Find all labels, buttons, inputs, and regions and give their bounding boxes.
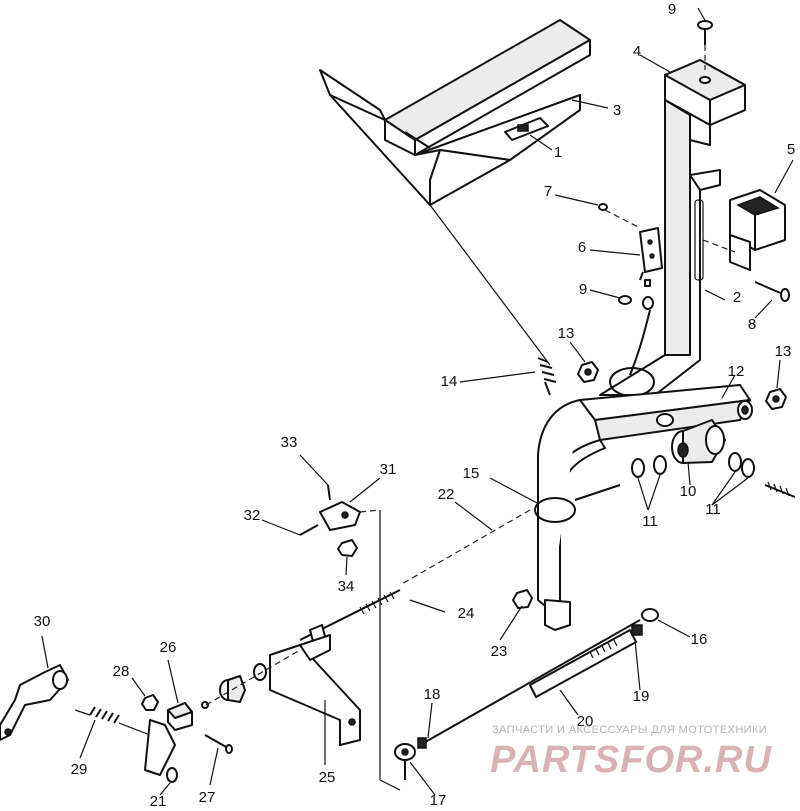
frame-bracket-part [319,19,591,206]
callout-32: 32 [244,507,261,524]
block-part [144,702,193,776]
callout-26: 26 [160,639,177,656]
nut-28-part [141,694,159,711]
screw-7-part [598,203,608,211]
plate-part [639,227,663,281]
callout-31: 31 [380,461,397,478]
callout-28: 28 [113,663,130,680]
callout-5: 5 [787,141,795,158]
bolt-part [754,281,790,302]
watermark-tagline: ЗАПЧАСТИ И АКСЕССУАРЫ ДЛЯ МОТОТЕХНИКИ [492,724,767,736]
callout-24: 24 [458,605,475,622]
bolt-27-part [204,734,233,754]
nut-part-right [765,388,787,410]
callout-9-lower: 9 [579,281,587,298]
callout-7: 7 [544,183,552,200]
callout-11-left: 11 [642,513,658,530]
rect-bracket-part [729,189,786,271]
leader-lines [41,7,794,796]
callout-15: 15 [463,465,480,482]
spacer-21-part [166,767,178,783]
callout-33: 33 [281,434,298,451]
callout-1: 1 [554,144,562,161]
screw-part [697,20,713,45]
callout-18: 18 [424,686,441,703]
callout-19: 19 [633,688,650,705]
watermark-brand: PARTSFOR.RU [490,739,772,781]
callout-8: 8 [748,316,756,333]
spring-part [537,357,557,396]
arm-bracket-part [0,664,69,741]
callout-27: 27 [199,789,216,806]
callout-22: 22 [438,486,455,503]
cap-part [664,59,746,126]
nut-23-part [512,589,533,609]
callout-29: 29 [71,761,88,778]
washer-set-part [631,452,755,478]
callout-14: 14 [441,373,458,390]
callout-13-right: 13 [775,343,792,360]
callout-21: 21 [150,793,167,810]
callout-17: 17 [430,792,447,809]
callout-34: 34 [338,578,355,595]
callout-3: 3 [613,102,621,119]
callout-12: 12 [728,363,745,380]
cable-tie-part [534,497,576,523]
tie-rod-part [419,608,659,746]
washer-part [618,279,654,310]
adjuster-rod-part [299,589,401,646]
stud-part [574,481,796,501]
callout-23: 23 [491,643,508,660]
callout-30: 30 [34,613,51,630]
bushing-pair-part [201,663,267,709]
callout-13-left: 13 [558,325,575,342]
clip-part [504,117,549,141]
rod-end-part [394,737,427,780]
callout-2: 2 [733,289,741,306]
callout-9-top: 9 [668,1,676,18]
callout-10: 10 [680,483,697,500]
column-part [599,99,721,396]
mount-bracket-part [269,634,361,746]
callout-4: 4 [633,43,641,60]
callout-11-right: 11 [705,501,721,518]
callout-6: 6 [578,239,586,256]
spring-29-part [74,706,151,736]
callout-16: 16 [691,631,708,648]
bushing-part [671,419,726,464]
callout-25: 25 [319,769,336,786]
callout-20: 20 [577,713,594,730]
nut-part [577,361,599,383]
swivel-part [299,484,361,557]
